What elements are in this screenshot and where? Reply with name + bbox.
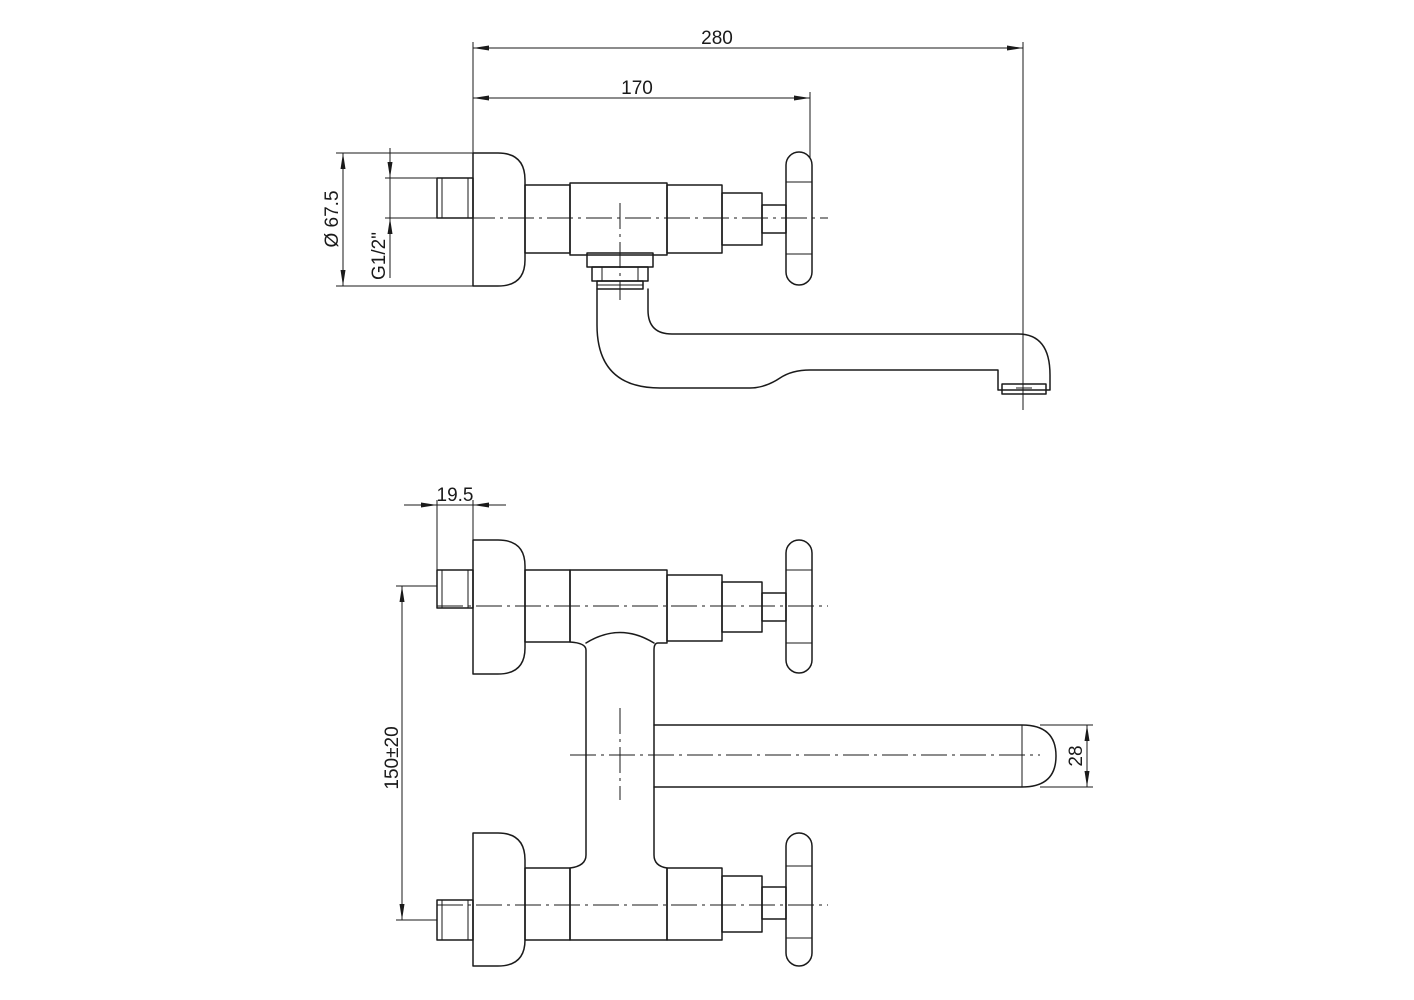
- label-inlet-to-spindle: 170: [621, 78, 653, 99]
- lower-valve: [436, 832, 813, 967]
- upper-valve: [436, 539, 813, 675]
- label-inlet-offset: 19.5: [437, 485, 474, 506]
- inlet-nipple: [436, 177, 474, 219]
- dimension-inlet-to-spindle: 170: [473, 78, 811, 158]
- spout-plan: [653, 724, 1057, 788]
- side-view: 280 170 Ø 67.5 G1/2": [322, 28, 1051, 410]
- dimension-rosette-diameter: Ø 67.5: [322, 152, 473, 287]
- connecting-body: [569, 569, 668, 941]
- plan-view: 19.5 150±20 28: [382, 485, 1093, 967]
- wall-rosette: [472, 152, 526, 287]
- label-inlet-spacing: 150±20: [382, 726, 403, 789]
- label-spout-diameter: 28: [1066, 745, 1087, 766]
- centerlines-plan: [437, 605, 1040, 906]
- dimension-overall-length: 280: [472, 28, 1024, 410]
- spout-side: [596, 288, 1051, 395]
- label-rosette-diameter: Ø 67.5: [322, 190, 343, 247]
- label-overall-length: 280: [701, 28, 733, 49]
- dimension-inlet-spacing: 150±20: [382, 585, 437, 921]
- label-thread: G1/2": [369, 232, 390, 280]
- dimension-inlet-offset: 19.5: [404, 485, 506, 570]
- valve-body: [524, 182, 787, 256]
- centerlines-side: [430, 203, 828, 300]
- dimension-thread: G1/2": [369, 148, 437, 280]
- dimension-spout-diameter: 28: [1040, 724, 1093, 788]
